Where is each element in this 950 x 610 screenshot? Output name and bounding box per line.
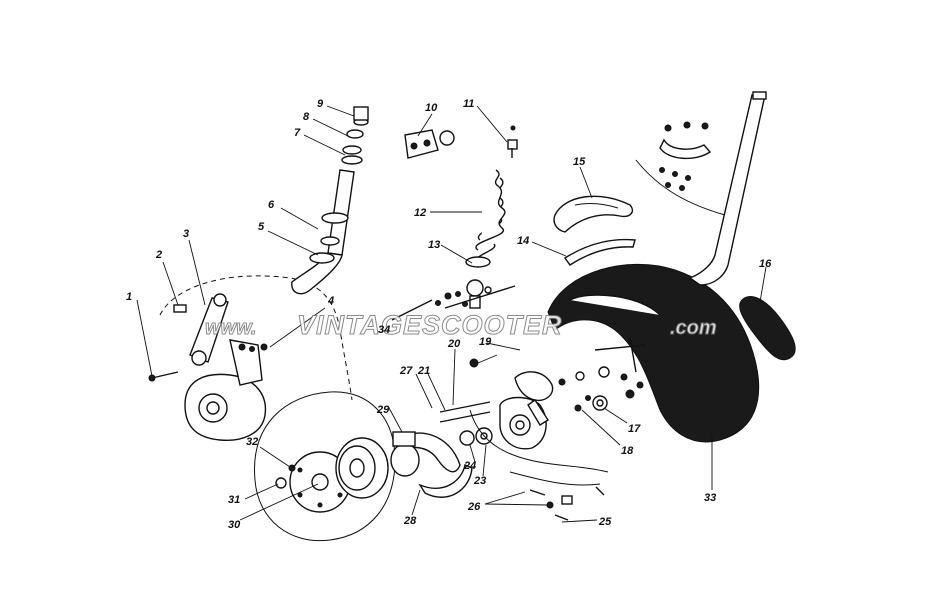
callout-19: 19 [479, 336, 492, 348]
callout-5: 5 [258, 221, 265, 233]
callout-28: 28 [403, 515, 417, 527]
callout-13: 13 [428, 239, 440, 251]
callout-27: 27 [399, 365, 413, 377]
bracket-10 [404, 129, 455, 159]
callout-3: 3 [183, 228, 189, 240]
callout-14: 14 [517, 235, 529, 247]
bolt-1 [151, 371, 179, 379]
watermark-text: VINTAGESCOOTER [297, 310, 563, 340]
callout-32: 32 [246, 436, 258, 448]
callout-31: 31 [228, 494, 240, 506]
callout-9: 9 [317, 98, 324, 110]
callout-17: 17 [628, 423, 641, 435]
watermark-suffix: .com [670, 317, 717, 339]
brake-drum [335, 437, 389, 499]
callout-numbers: 1 2 3 4 5 6 7 8 9 10 11 12 13 14 15 16 1… [126, 98, 772, 531]
fork-tube [688, 91, 767, 286]
callout-20: 20 [447, 338, 461, 350]
trim-strip [564, 238, 636, 266]
callout-30: 30 [228, 519, 241, 531]
hub-plate [184, 339, 267, 442]
callout-25: 25 [598, 516, 612, 528]
link-arm [189, 293, 229, 366]
callout-12: 12 [414, 207, 426, 219]
callout-7: 7 [294, 127, 301, 139]
spring [465, 169, 506, 268]
emblem [553, 195, 634, 233]
front-hub [499, 371, 554, 450]
watermark-prefix: www. [205, 317, 256, 339]
brake-shoes [390, 431, 473, 498]
callout-23: 23 [473, 475, 486, 487]
callout-15: 15 [573, 156, 586, 168]
axle [439, 401, 491, 413]
callout-8: 8 [303, 111, 310, 123]
callout-10: 10 [425, 102, 438, 114]
bolt-group-11 [507, 125, 518, 158]
callout-4: 4 [327, 295, 334, 307]
callout-16: 16 [759, 258, 772, 270]
badge-cluster [635, 121, 726, 216]
callout-2: 2 [155, 249, 162, 261]
callout-24: 24 [463, 460, 476, 472]
callout-18: 18 [621, 445, 634, 457]
callout-6: 6 [268, 199, 275, 211]
callout-34: 34 [378, 324, 390, 336]
callout-26: 26 [467, 501, 481, 513]
callout-11: 11 [463, 98, 474, 110]
callout-33: 33 [704, 492, 716, 504]
wheel-nut [275, 477, 287, 489]
grip [739, 296, 796, 361]
parts-illustration [148, 91, 796, 542]
mudguard [547, 263, 760, 443]
steering-tube [291, 106, 369, 295]
callout-21: 21 [417, 365, 430, 377]
callout-1: 1 [126, 291, 132, 303]
damper [444, 279, 492, 309]
callout-29: 29 [376, 404, 390, 416]
leader-lines [136, 105, 767, 523]
watermark: www. VINTAGESCOOTER .com [205, 310, 718, 341]
